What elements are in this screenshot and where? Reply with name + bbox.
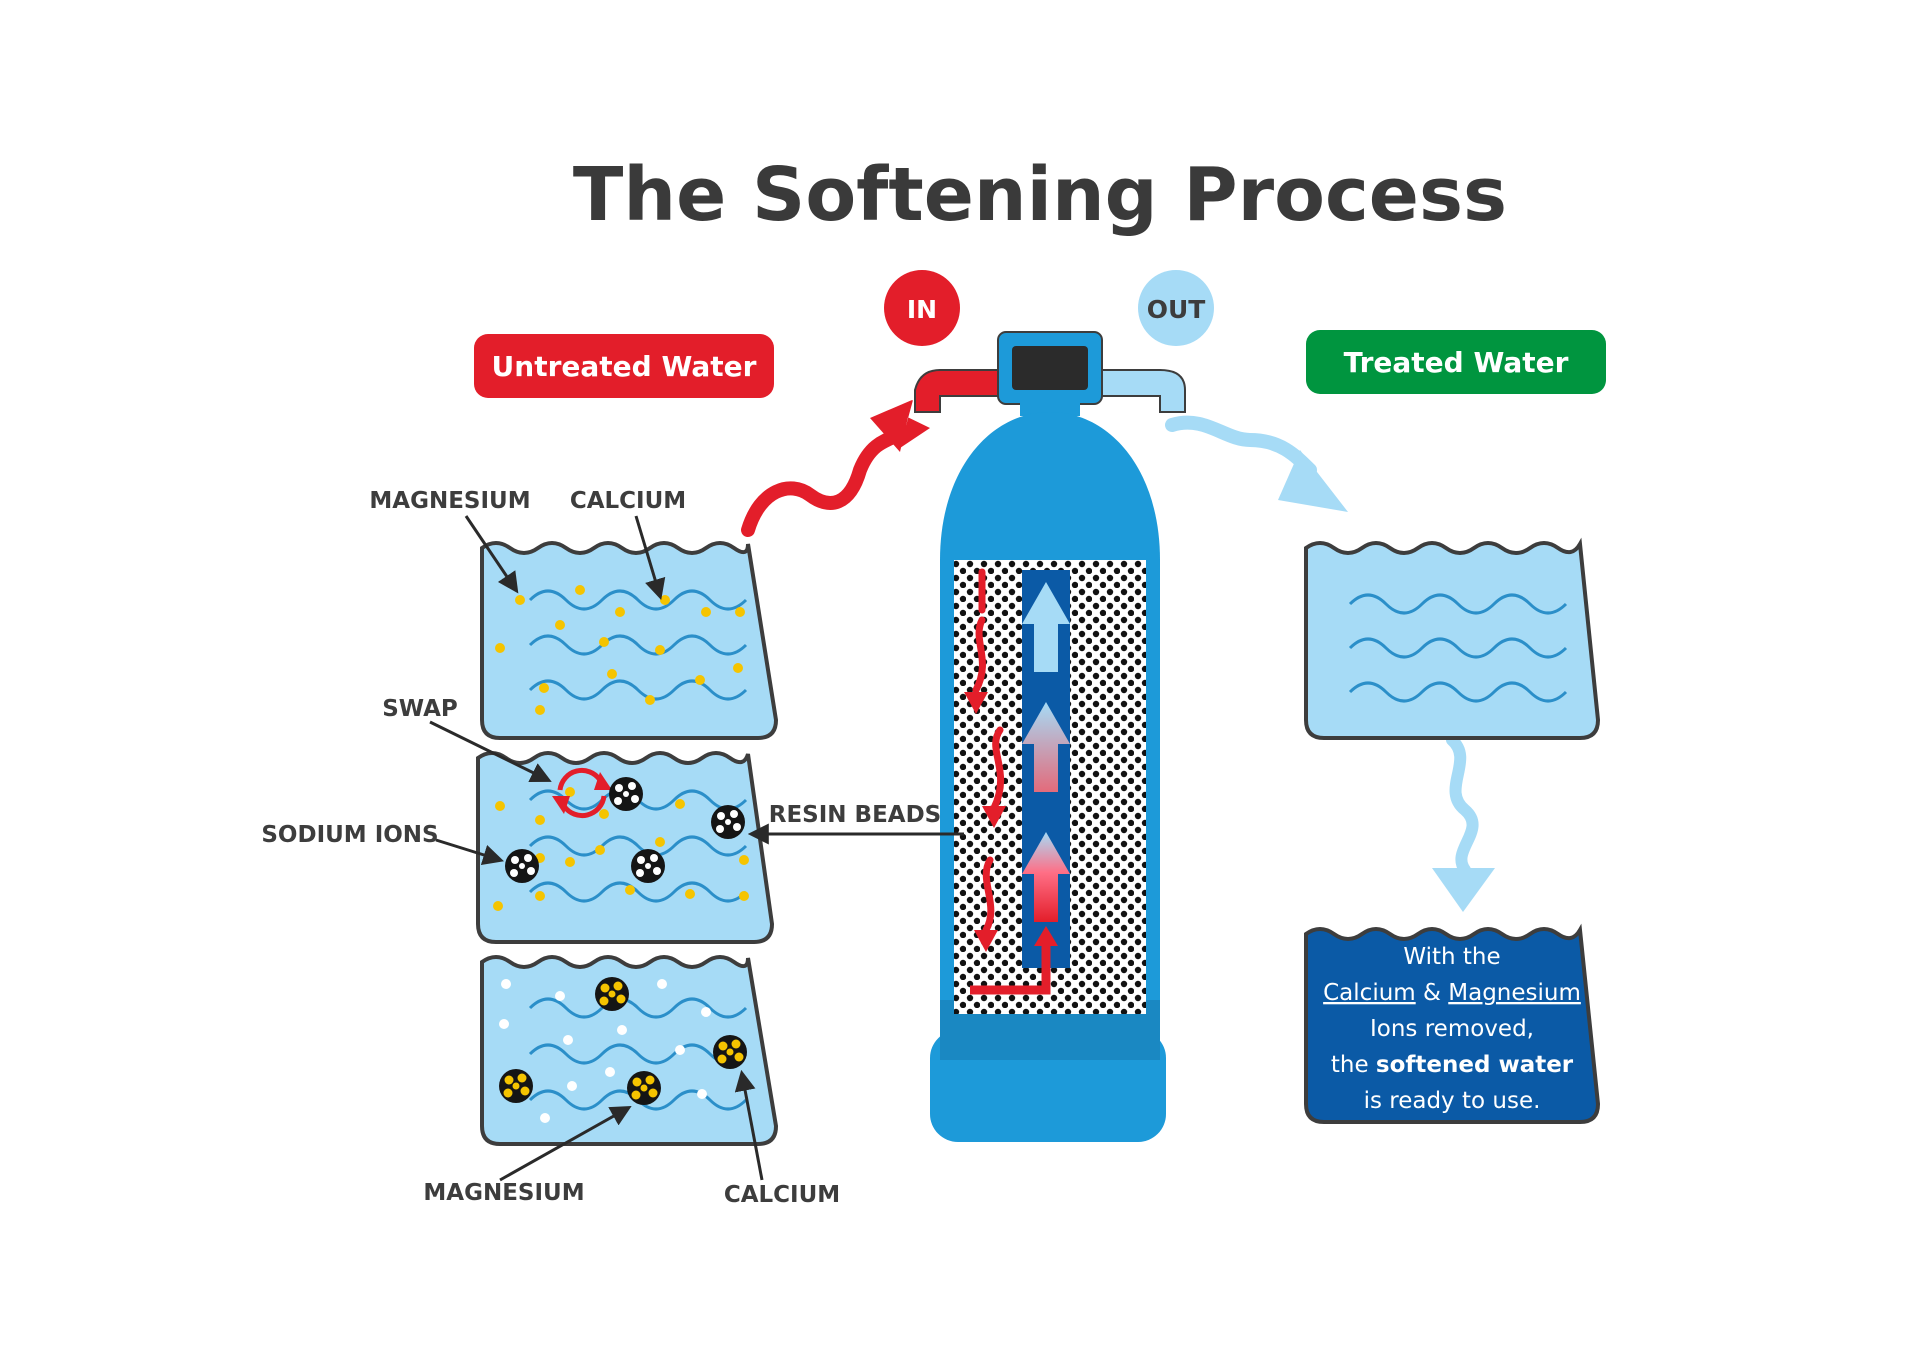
untreated-water-pill: Untreated Water [474, 334, 774, 398]
label-resin-beads: RESIN BEADS [769, 802, 942, 828]
label-calcium-top: CALCIUM [570, 488, 686, 514]
out-badge: OUT [1138, 270, 1214, 346]
result-calcium: Calcium [1323, 980, 1416, 1006]
result-line-4: the softened water [1331, 1052, 1574, 1078]
label-swap: SWAP [382, 696, 458, 722]
result-line-5: is ready to use. [1364, 1088, 1541, 1114]
label-sodium-ions: SODIUM IONS [261, 822, 438, 848]
untreated-water-box [480, 541, 779, 740]
result-line-4-pre: the [1331, 1052, 1376, 1078]
treated-water-label: Treated Water [1344, 346, 1569, 379]
resin-bead-group [505, 777, 745, 883]
callouts: MAGNESIUM CALCIUM SWAP SODIUM IONS RESIN… [261, 488, 964, 1208]
swap-arrowhead-2 [552, 796, 570, 814]
treated-down-arrow [1432, 734, 1495, 912]
softened-water-box: With the Calcium & Magnesium Ions remove… [1304, 923, 1601, 1124]
leader-calcium-top [634, 515, 666, 601]
leader-calcium-bottom [734, 1069, 764, 1181]
treated-water-pill: Treated Water [1306, 330, 1606, 394]
outflow-arrow [1165, 415, 1348, 512]
leader-magnesium-bottom [499, 1105, 632, 1182]
label-magnesium-bottom: MAGNESIUM [423, 1180, 584, 1206]
upflow-arrows [1022, 582, 1070, 922]
exchange-water-box [476, 751, 775, 944]
result-line-1: With the [1403, 944, 1500, 970]
downflow-arrows [972, 568, 1005, 934]
label-calcium-bottom: CALCIUM [724, 1182, 840, 1208]
result-line-2: Calcium & Magnesium [1323, 980, 1581, 1006]
swap-arrowhead [594, 772, 612, 790]
result-amp: & [1416, 980, 1449, 1006]
calcium-magnesium-beads [499, 977, 747, 1105]
result-line-4-bold: softened water [1376, 1052, 1574, 1078]
in-badge: IN [884, 270, 960, 346]
in-badge-label: IN [907, 295, 937, 324]
swap-icon [557, 768, 607, 818]
out-badge-label: OUT [1147, 295, 1206, 324]
untreated-water-label: Untreated Water [492, 350, 757, 383]
softener-tank [914, 331, 1186, 1142]
leader-swap [429, 720, 552, 783]
label-magnesium-top: MAGNESIUM [369, 488, 530, 514]
inflow-arrow [741, 400, 930, 537]
page-title: The Softening Process [573, 152, 1507, 238]
downflow-arrowheads [964, 692, 1006, 952]
bottom-flow-arrowhead [1034, 926, 1058, 946]
leader-sodium-ions [435, 838, 505, 866]
result-magnesium: Magnesium [1448, 980, 1581, 1006]
result-line-3: Ions removed, [1370, 1016, 1534, 1042]
leader-magnesium-top [464, 515, 519, 594]
softened-ions-box [480, 955, 779, 1146]
bottom-flow-arrow [970, 944, 1051, 995]
treated-water-box [1304, 537, 1601, 740]
